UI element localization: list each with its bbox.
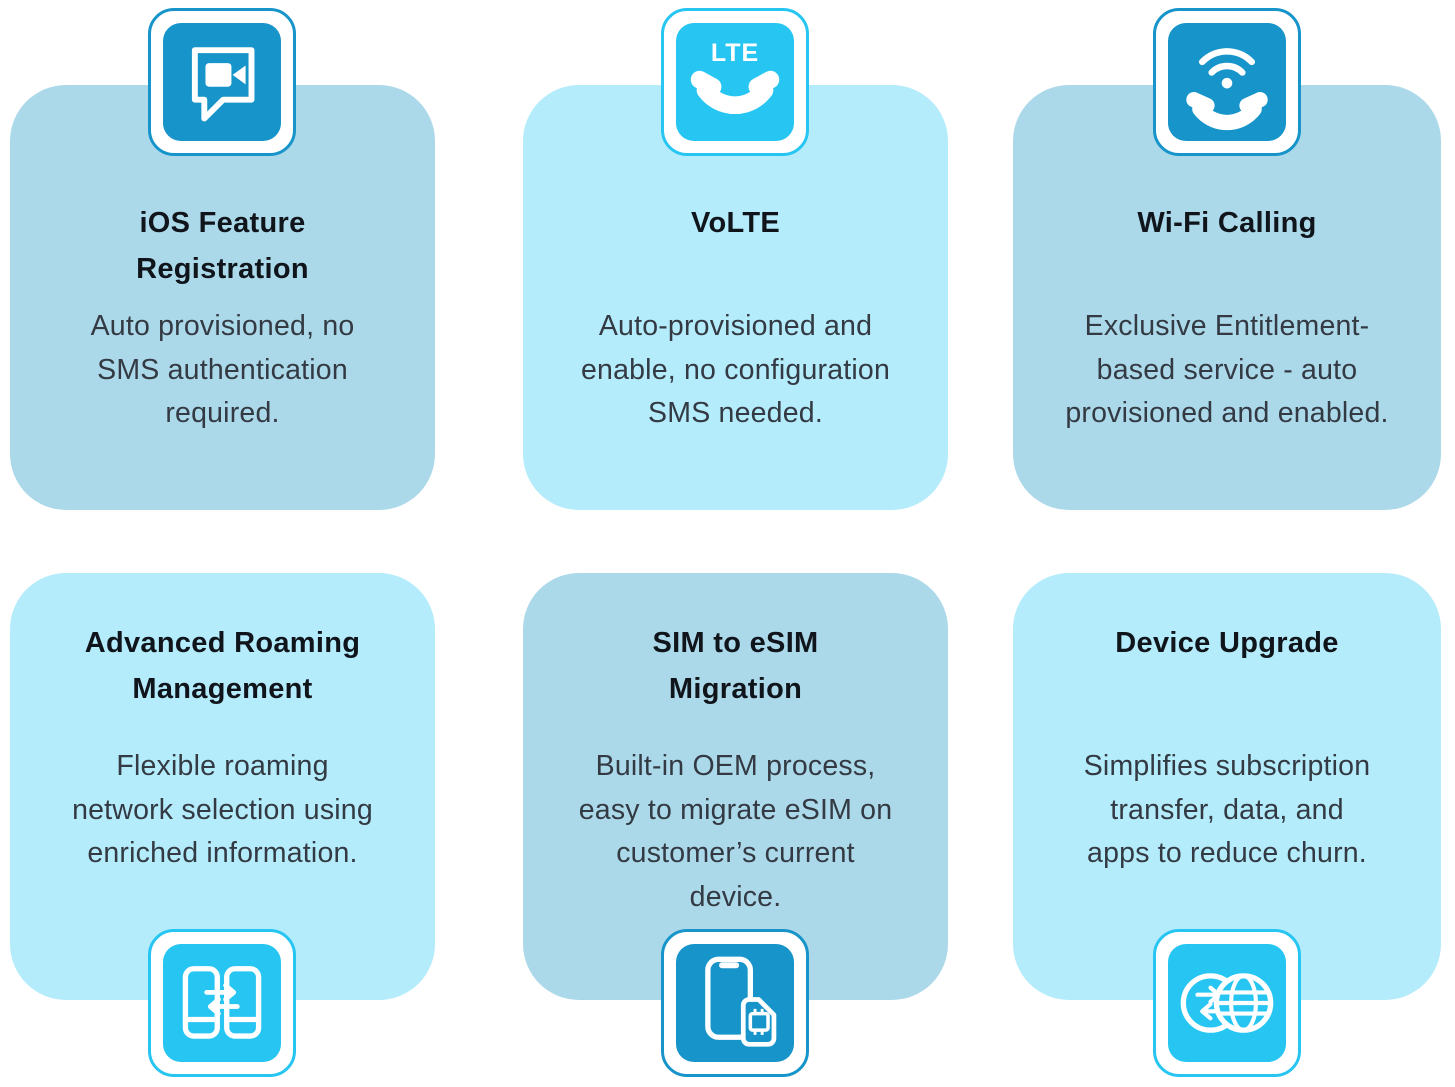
globe-transfer-icon — [1153, 929, 1301, 1077]
wifi-handset-glyph — [1186, 48, 1268, 131]
feature-card-device-upgrade: Device Upgrade Simplifies subscription t… — [1013, 573, 1441, 1000]
card-body: Simplifies subscription transfer, data, … — [1083, 750, 1371, 869]
wifi-calling-icon — [1153, 8, 1301, 156]
card-title: Advanced Roaming Management — [84, 627, 361, 705]
card-body: Exclusive Entitlement- based service - a… — [1065, 310, 1389, 429]
lte-phone-icon: LTE — [661, 8, 809, 156]
card-title: Device Upgrade — [1115, 627, 1339, 659]
video-chat-glyph — [191, 47, 255, 122]
handset-glyph — [690, 70, 780, 115]
lte-label: LTE — [710, 39, 760, 67]
card-title: VoLTE — [690, 207, 781, 239]
feature-card-advanced-roaming-management: Advanced Roaming Management Flexible roa… — [10, 573, 435, 1000]
card-title: SIM to eSIM Migration — [652, 627, 819, 705]
feature-card-sim-to-esim-migration: SIM to eSIM Migration Built-in OEM proce… — [523, 573, 948, 1000]
card-body: Built-in OEM process, easy to migrate eS… — [578, 750, 893, 913]
card-body: Auto provisioned, no SMS authentication … — [90, 310, 355, 429]
phones-transfer-icon — [148, 929, 296, 1077]
card-body: Flexible roaming network selection using… — [72, 750, 373, 869]
globe-transfer-glyph — [1180, 973, 1274, 1033]
video-chat-icon — [148, 8, 296, 156]
phone-sim-glyph — [705, 956, 777, 1047]
card-title: iOS Feature Registration — [136, 207, 309, 285]
phone-sim-icon — [661, 929, 809, 1077]
card-title: Wi-Fi Calling — [1137, 207, 1317, 239]
phones-transfer-glyph — [182, 966, 262, 1039]
card-body: Auto-provisioned and enable, no configur… — [580, 310, 891, 429]
